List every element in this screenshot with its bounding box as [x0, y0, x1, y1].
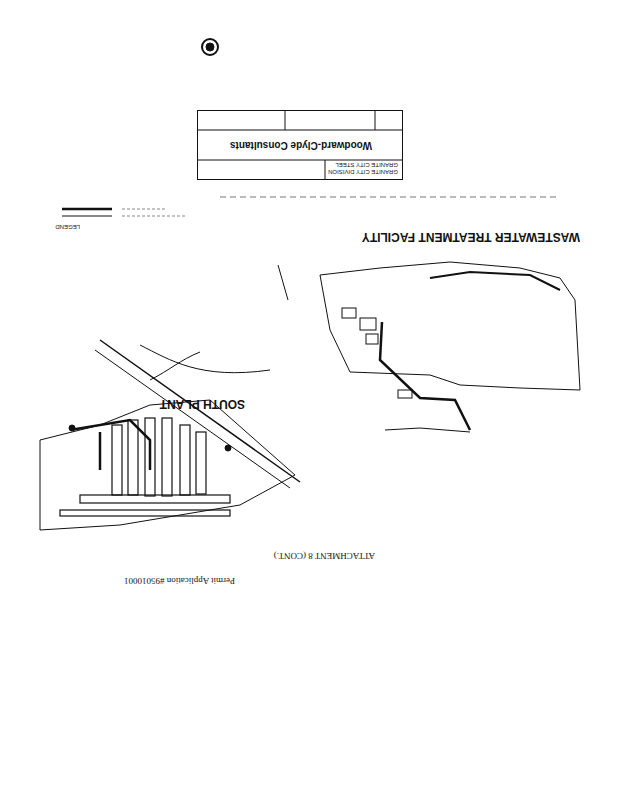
title-rule [197, 130, 403, 131]
area-name: SOUTH PLANT [160, 397, 245, 410]
legend-text-mark [122, 209, 165, 210]
outfall-point [225, 445, 231, 451]
building [366, 334, 378, 344]
building [342, 308, 356, 318]
area-name: WASTEWATER TREATMENT FACILITY [362, 230, 580, 243]
pipeline [380, 322, 470, 430]
pipeline [99, 432, 102, 470]
legend-text-mark [122, 216, 185, 217]
title-block: GRANITE CITY DIVISION GRANITE CITY STEEL… [197, 110, 403, 180]
road [278, 265, 288, 300]
title-rule [325, 160, 326, 180]
firm-name: Woodward-Clyde Consultants [230, 140, 372, 151]
title-rule [375, 110, 376, 130]
client-name: GRANITE CITY DIVISION GRANITE CITY STEEL [314, 162, 398, 175]
road [140, 345, 270, 373]
road [150, 352, 200, 380]
pipeline [70, 420, 150, 470]
title-rule [197, 160, 403, 161]
building [398, 390, 412, 398]
legend-heading: LEGEND [55, 223, 80, 230]
road [385, 428, 470, 432]
facility-road [430, 272, 560, 290]
legend-line [62, 208, 112, 211]
permit-number: Permit Application #95010001 [124, 575, 235, 585]
building-rows [60, 418, 230, 516]
title-rule [285, 110, 286, 130]
rail-line [100, 340, 300, 482]
outfall-point [69, 425, 75, 431]
building [360, 318, 376, 330]
legend-line [62, 215, 112, 216]
logo-mark [206, 43, 214, 51]
logo-mark [202, 39, 218, 55]
separator [220, 197, 560, 198]
attachment-label: ATTACHMENT 8 (CONT.) [274, 550, 375, 560]
facility-boundary [320, 262, 580, 390]
